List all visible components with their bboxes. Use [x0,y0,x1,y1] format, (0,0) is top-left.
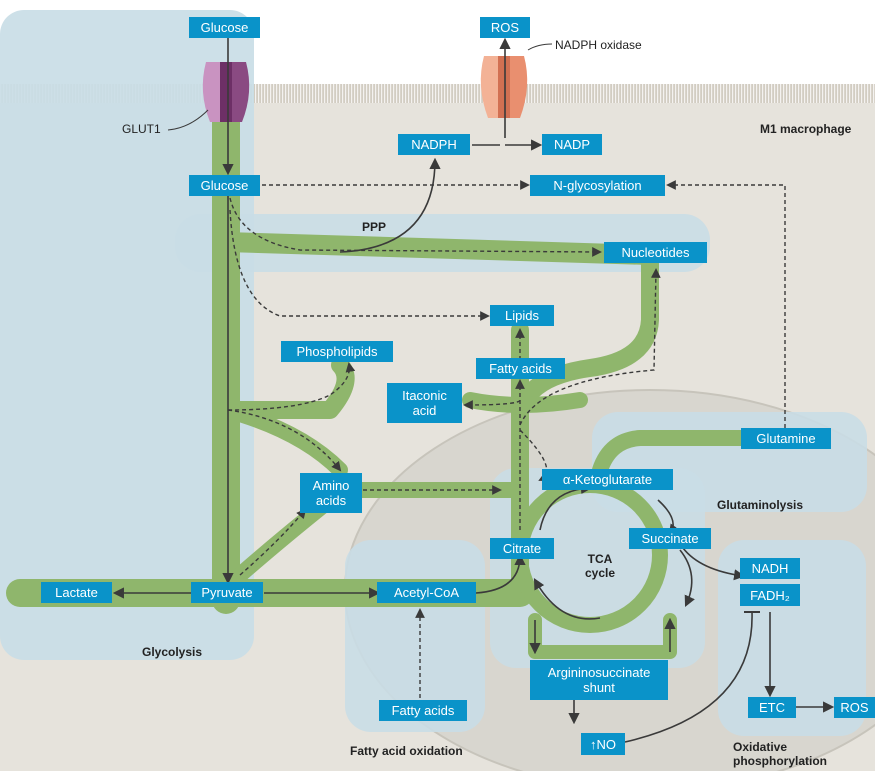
nadp-node: NADP [542,134,602,155]
citrate-node: Citrate [490,538,554,559]
solid-arrows [112,36,835,725]
nitric-oxide-node: ↑NO [581,733,625,755]
cell-type-label: M1 macrophage [760,122,852,136]
lactate-node: Lactate [41,582,112,603]
glut1-label: GLUT1 [122,122,161,136]
nadph-oxidase-label: NADPH oxidase [555,38,642,52]
argininosuccinate-shunt-node: Argininosuccinate shunt [530,660,668,700]
fatty-acids-top-node: Fatty acids [476,358,565,379]
fadh2-node: FADH₂ [740,584,800,606]
tca-cycle-label: TCA cycle [585,552,616,580]
glucose-intracellular-node: Glucose [189,175,260,196]
fatty-acid-oxidation-label: Fatty acid oxidation [350,744,463,758]
dashed-arrows [227,180,786,698]
glutamine-node: Glutamine [741,428,831,449]
glucose-extracellular-node: Glucose [189,17,260,38]
nadph-node: NADPH [398,134,470,155]
nucleotides-node: Nucleotides [604,242,707,263]
succinate-node: Succinate [629,528,711,549]
pyruvate-node: Pyruvate [191,582,263,603]
amino-acids-node: Amino acids [300,473,362,513]
glycolysis-label: Glycolysis [142,645,203,659]
ros-top-node: ROS [480,17,530,38]
glutaminolysis-label: Glutaminolysis [717,498,804,512]
ros-right-node: ROS [834,697,875,718]
etc-node: ETC [748,697,796,718]
lipids-node: Lipids [490,305,554,326]
itaconic-acid-node: Itaconic acid [387,383,462,423]
glut1-transporter-icon [202,62,250,122]
n-glycosylation-node: N-glycosylation [530,175,665,196]
nadph-oxidase-icon [480,56,528,118]
oxidative-phosphorylation-label: Oxidative phosphorylation [733,740,827,768]
fatty-acids-bottom-node: Fatty acids [379,700,467,721]
alpha-ketoglutarate-node: α-Ketoglutarate [542,469,673,490]
nadh-node: NADH [740,558,800,579]
ppp-label: PPP [362,220,387,234]
phospholipids-node: Phospholipids [281,341,393,362]
acetyl-coa-node: Acetyl-CoA [377,582,476,603]
glycolysis-region [0,10,254,660]
